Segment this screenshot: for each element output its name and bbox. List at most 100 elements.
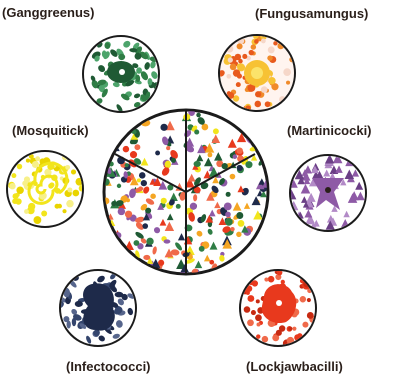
microbe (158, 260, 164, 266)
microbe (16, 187, 23, 194)
microbe (225, 212, 231, 218)
microbe (255, 91, 261, 97)
microbe (62, 209, 66, 213)
infectococci-circle (56, 270, 136, 346)
microbe (268, 77, 275, 84)
microbe (49, 182, 54, 187)
microbe (24, 209, 29, 214)
microbe (26, 159, 30, 163)
microbe (194, 129, 199, 134)
microbe (302, 322, 308, 328)
microbe (117, 184, 121, 188)
microbe (236, 82, 241, 87)
microbe (264, 277, 268, 281)
microbe (262, 336, 268, 342)
microbe (9, 183, 15, 189)
microbe (256, 299, 260, 303)
microbe (75, 301, 83, 307)
center-mixed-circle (102, 109, 271, 276)
microbe (256, 323, 260, 327)
microbe (230, 64, 237, 71)
microbe (249, 50, 254, 55)
microbe (138, 186, 142, 190)
microbe (17, 164, 22, 169)
microbe (281, 280, 285, 284)
microbe (237, 73, 242, 78)
microbe (150, 193, 156, 199)
microbe (190, 203, 197, 210)
ganggreenus-circle (83, 36, 161, 113)
microbe (125, 211, 132, 218)
microbe (242, 54, 247, 59)
microbe (238, 59, 243, 64)
microbe (72, 190, 79, 197)
microbe (255, 314, 262, 321)
microbe (225, 218, 233, 226)
microbe (226, 192, 231, 197)
microbe (245, 161, 252, 168)
microbe (286, 81, 290, 85)
microbe (125, 163, 129, 167)
microbe (230, 174, 236, 180)
microbe (236, 212, 243, 219)
microbe (228, 57, 233, 62)
microbe (160, 124, 167, 131)
microbe (268, 46, 275, 53)
microbe (254, 39, 259, 44)
microbe (166, 146, 170, 150)
microbe (255, 101, 262, 108)
microbe (130, 151, 137, 158)
lockjawbacilli-circle (240, 270, 316, 347)
microbe (265, 101, 271, 107)
microbe (307, 298, 311, 302)
microbe (267, 55, 272, 60)
microbe (213, 128, 219, 134)
infectococci-core (83, 283, 115, 330)
label-mosquitick: (Mosquitick) (12, 123, 89, 138)
martinicocki-circle (286, 154, 366, 231)
microbe (67, 187, 72, 192)
microbe (171, 158, 176, 163)
microbe (247, 295, 254, 302)
microbe (224, 203, 232, 211)
microbe (111, 201, 116, 206)
microbe (141, 180, 147, 186)
label-martinicocki: (Martinicocki) (287, 123, 372, 138)
mosquitick-circle (7, 151, 85, 227)
microbe (65, 165, 70, 170)
microbe (196, 113, 201, 118)
label-infectococci: (Infectococci) (66, 359, 151, 374)
microbe (134, 240, 140, 246)
microbe (236, 147, 242, 153)
microbe (233, 154, 238, 159)
microbe (209, 260, 214, 265)
microbe (208, 152, 213, 157)
microbe (236, 232, 241, 237)
label-ganggreenus: (Ganggreenus) (2, 5, 94, 20)
microbe (146, 238, 153, 245)
microbe (199, 246, 205, 252)
microbe (41, 211, 47, 217)
microbe (219, 70, 224, 75)
microbe (256, 334, 260, 338)
microbe (252, 280, 258, 286)
microbe (155, 151, 160, 156)
microbe (66, 321, 70, 329)
microbe (11, 173, 16, 178)
microbe (251, 44, 256, 49)
microbe (276, 330, 282, 336)
microbe (300, 296, 306, 302)
microbe (288, 327, 292, 331)
microbe (268, 276, 275, 283)
microbe (244, 306, 251, 313)
microbe (251, 310, 256, 315)
microbe (137, 178, 141, 182)
microbe (283, 68, 291, 76)
microbe (230, 227, 234, 231)
microbe (66, 200, 74, 208)
microbe (161, 198, 167, 204)
label-lockjawbacilli: (Lockjawbacilli) (246, 359, 343, 374)
microbe (71, 169, 76, 174)
